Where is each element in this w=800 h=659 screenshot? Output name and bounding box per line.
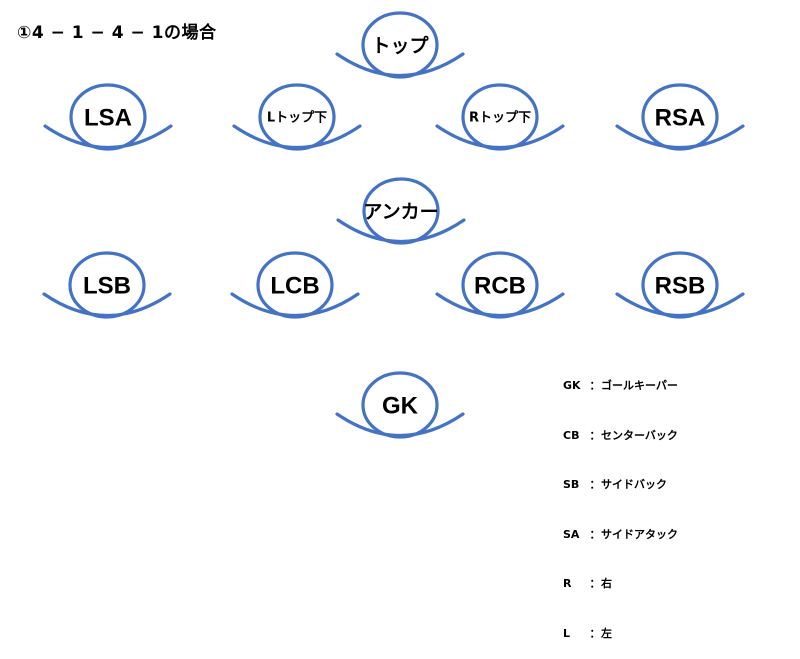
- legend-key: GK: [563, 379, 581, 392]
- legend-key: CB: [563, 428, 580, 442]
- player-marker-lsa: LSA: [43, 83, 173, 151]
- marker-arc: [335, 52, 465, 78]
- legend-item: CB ：センターバック: [563, 428, 678, 445]
- marker-ring: [361, 11, 439, 79]
- player-marker-lsb: LSB: [42, 251, 172, 319]
- legend-separator: ：: [589, 428, 601, 442]
- player-marker-top: トップ: [335, 11, 465, 79]
- legend-separator: ：: [589, 626, 601, 640]
- diagram-title: ①4 − 1 − 4 − 1の場合: [17, 23, 217, 43]
- legend-separator: ：: [589, 478, 601, 491]
- legend-key: SA: [563, 527, 580, 541]
- marker-ring: [641, 251, 719, 319]
- player-marker-rcb: RCB: [435, 251, 565, 319]
- position-label: RSB: [655, 273, 706, 300]
- position-label: トップ: [371, 34, 429, 57]
- position-label: RSA: [655, 105, 706, 132]
- legend-separator: ：: [589, 379, 601, 392]
- position-label: GK: [382, 393, 419, 420]
- player-marker-lcb: LCB: [230, 251, 360, 319]
- marker-ring: [461, 83, 539, 151]
- legend-item: R ：右: [563, 576, 678, 593]
- legend-meaning: 左: [601, 626, 612, 640]
- legend-item: SA ：サイドアタック: [563, 527, 678, 544]
- position-label: Rトップ下: [469, 111, 531, 126]
- player-marker-rsa: RSA: [615, 83, 745, 151]
- marker-ring: [461, 251, 539, 319]
- marker-arc: [435, 124, 565, 150]
- position-label: LSA: [84, 105, 132, 132]
- legend-separator: ：: [589, 527, 601, 541]
- position-label: LSB: [83, 273, 131, 300]
- marker-ring: [362, 177, 440, 245]
- position-label: RCB: [474, 273, 526, 300]
- formation-field: トップ LSA Lトップ下 Rトップ下 RSA アンカー LSB LCB RCB RSB GK: [42, 11, 745, 439]
- marker-ring: [258, 83, 336, 151]
- legend-meaning: サイドバック: [601, 478, 667, 491]
- legend-key: L: [563, 626, 571, 640]
- marker-arc: [232, 124, 362, 150]
- legend-item: GK ：ゴールキーパー: [563, 378, 678, 395]
- legend-key: R: [563, 577, 572, 590]
- position-label: アンカー: [363, 201, 438, 223]
- legend-item: L ：左: [563, 626, 678, 643]
- marker-ring: [361, 371, 439, 439]
- player-marker-r-top-shita: Rトップ下: [435, 83, 565, 151]
- player-marker-anchor: アンカー: [336, 177, 466, 245]
- legend-separator: ：: [589, 577, 601, 590]
- position-label: Lトップ下: [267, 111, 327, 126]
- player-marker-gk: GK: [335, 371, 465, 439]
- legend-meaning: ゴールキーパー: [601, 379, 678, 392]
- legend-item: SB ：サイドバック: [563, 477, 678, 494]
- marker-ring: [641, 83, 719, 151]
- player-marker-rsb: RSB: [615, 251, 745, 319]
- legend-meaning: センターバック: [601, 428, 678, 442]
- player-marker-l-top-shita: Lトップ下: [232, 83, 362, 151]
- legend-key: SB: [563, 478, 580, 491]
- legend-meaning: 右: [601, 577, 612, 590]
- marker-arc: [336, 218, 466, 244]
- marker-ring: [69, 83, 147, 151]
- position-legend: GK：ゴールキーパー CB：センターバック SB：サイドバック SA：サイドアタ…: [563, 345, 678, 659]
- legend-meaning: サイドアタック: [601, 527, 678, 541]
- position-label: LCB: [270, 273, 319, 300]
- marker-ring: [68, 251, 146, 319]
- marker-ring: [256, 251, 334, 319]
